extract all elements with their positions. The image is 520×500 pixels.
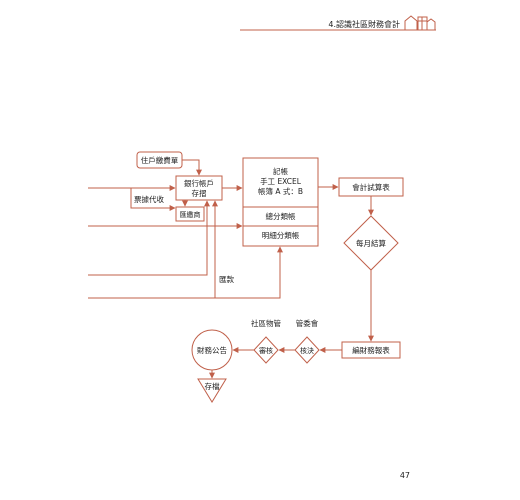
ledger-label-1: 記帳	[273, 166, 288, 176]
bank-account-label-1: 銀行帳戶	[184, 178, 214, 188]
community-manager-label: 社區物管	[251, 318, 281, 328]
ledger-label-2: 手工 EXCEL	[260, 176, 302, 186]
connector-fee-to-bank	[182, 159, 202, 176]
bank-account-label-2: 存摺	[192, 188, 207, 198]
household-fee-label: 住戶繳費單	[141, 155, 179, 165]
chapter-header-title: 4.認識社區財務會計	[328, 20, 400, 29]
financial-notice-label: 財務公告	[197, 345, 227, 355]
remitter-label: 匯繳商	[180, 210, 201, 219]
monthly-closing-label: 每月結算	[356, 238, 386, 248]
connector-incoming-4	[88, 246, 283, 299]
remitter-box	[175, 206, 205, 222]
financial-report-label: 編財務報表	[352, 345, 390, 355]
house-icon	[404, 15, 436, 31]
approve-diamond	[294, 336, 320, 364]
trial-balance-label: 會計試算表	[352, 182, 390, 192]
connector-collection-bracket	[130, 188, 176, 211]
approve-label: 核決	[300, 346, 314, 355]
detail-ledger-label: 明細分類帳	[262, 230, 300, 240]
collection-agent-label: 票據代收	[134, 194, 164, 204]
remittance-label: 匯款	[219, 274, 234, 284]
ledger-label-3: 帳簿 A 式：B	[258, 186, 303, 196]
committee-label: 管委會	[296, 318, 319, 328]
review-diamond	[253, 336, 279, 364]
archive-label: 存檔	[205, 381, 220, 391]
connector-incoming-3	[88, 200, 210, 276]
ledger-box	[242, 157, 319, 247]
archive-triangle	[197, 378, 227, 403]
general-ledger-label: 總分類帳	[266, 211, 296, 221]
review-label: 審核	[259, 346, 273, 355]
page-number: 47	[399, 471, 410, 480]
